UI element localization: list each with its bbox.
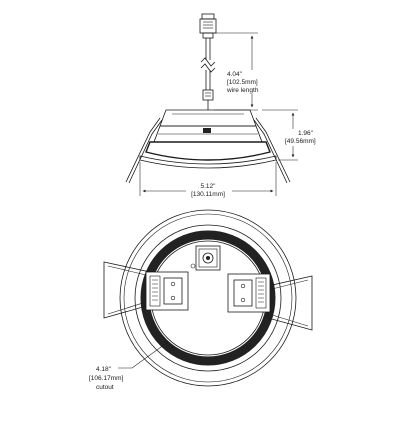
torsion-spring-left — [125, 117, 163, 184]
fixture-housing — [139, 109, 277, 169]
wire — [200, 38, 216, 110]
height-metric: [49.56mm] — [285, 138, 316, 145]
mounting-bracket-right — [227, 273, 313, 331]
cutout-dimension: 4.18" [106.17mm] cutout — [89, 341, 169, 391]
torsion-spring-right — [253, 117, 291, 184]
plan-view: 4.18" [106.17mm] cutout — [89, 209, 313, 391]
trim-ring — [134, 224, 282, 372]
outer-flange-ring — [119, 209, 297, 387]
flange-inner-ring — [123, 213, 293, 383]
wire-length-metric: [102.5mm] — [227, 79, 258, 86]
wire-length-dimension: 4.04" [102.5mm] wire length — [214, 32, 259, 111]
height-dimension: 1.96" [49.56mm] — [262, 109, 316, 161]
mounting-bracket-left — [103, 261, 189, 319]
quick-connector-icon — [199, 13, 217, 39]
cutout-imperial: 4.18" — [96, 366, 112, 373]
wire-length-caption: wire length — [226, 87, 259, 94]
center-connector-icon — [190, 245, 221, 271]
height-imperial: 1.96" — [298, 130, 314, 137]
width-imperial: 5.12" — [201, 183, 217, 190]
wire-length-imperial: 4.04" — [227, 71, 243, 78]
width-dimension: 5.12" [130.11mm] — [139, 162, 277, 198]
cutout-caption: cutout — [96, 384, 114, 391]
housing-band — [140, 230, 276, 366]
cutout-metric: [106.17mm] — [89, 375, 124, 382]
width-metric: [130.11mm] — [191, 191, 225, 198]
side-view: 4.04" [102.5mm] wire length — [125, 13, 316, 198]
label-tag — [203, 128, 211, 133]
